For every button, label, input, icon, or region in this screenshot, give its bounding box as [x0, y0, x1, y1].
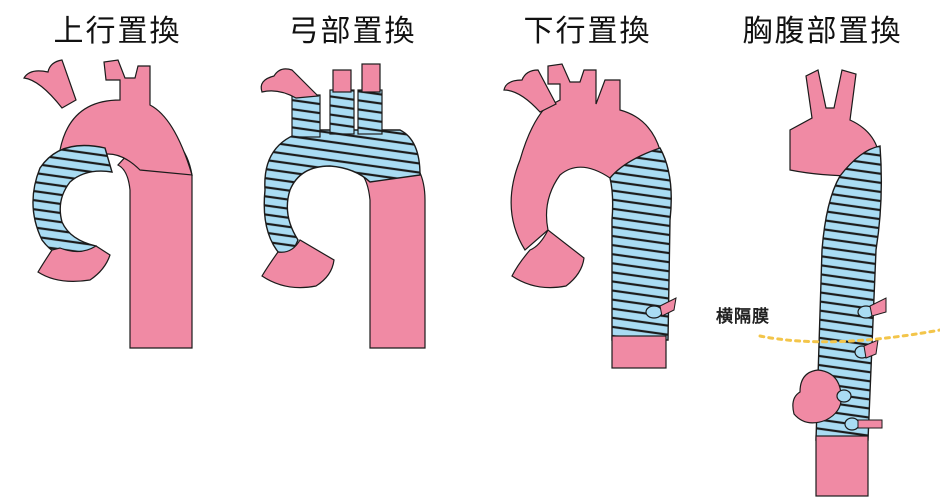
aorta-arch-replacement [261, 64, 425, 348]
aortic-root [262, 240, 334, 288]
visceral-anastomosis [837, 390, 851, 402]
graft-branch [330, 90, 354, 134]
aorta-distal-segment [612, 336, 666, 368]
aorta-distal-segment [816, 436, 868, 496]
intercostal-anastomosis [646, 306, 662, 318]
renal-anastomosis [845, 418, 859, 430]
graft-ascending [33, 146, 112, 263]
graft-branch [292, 95, 320, 137]
aorta-branch [333, 70, 351, 92]
aorta-branch [24, 60, 76, 108]
aorta-descending-replacement [504, 64, 676, 368]
visceral-patch [793, 370, 842, 423]
aorta-branch [261, 69, 318, 98]
aorta-ascending-replacement [24, 60, 192, 348]
renal-artery [858, 420, 882, 428]
aorta-branch [362, 64, 380, 92]
aorta-thoracoabdominal-replacement [760, 70, 940, 496]
aortic-root [38, 246, 110, 281]
graft-branch [358, 90, 382, 134]
diaphragm-label: 横隔膜 [716, 302, 770, 327]
